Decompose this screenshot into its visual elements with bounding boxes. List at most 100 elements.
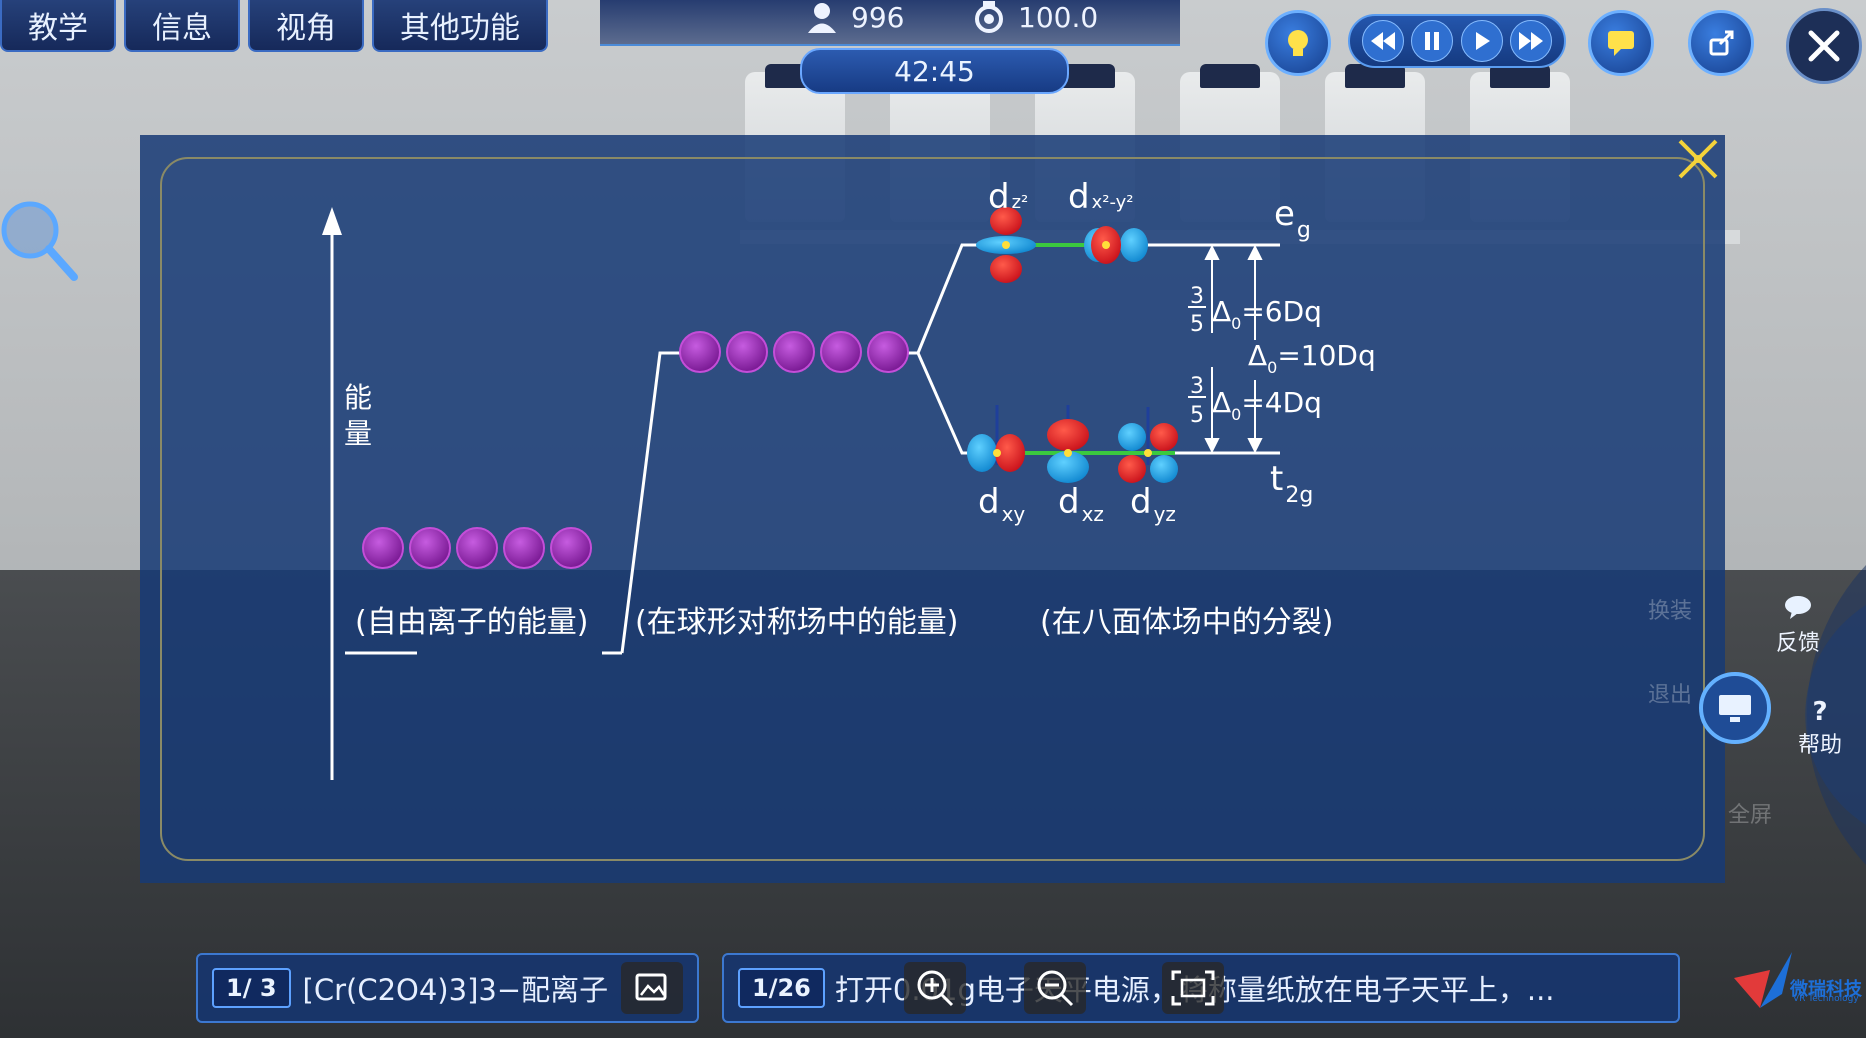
score-value: 100.0 [1018, 0, 1099, 34]
zoom-out-button[interactable] [1024, 962, 1086, 1014]
countdown-timer: 42:45 [800, 48, 1069, 94]
chat-icon [1608, 31, 1634, 56]
pause-icon [1425, 32, 1440, 50]
orbital-dxy-model [967, 405, 1025, 472]
svg-text:5: 5 [1190, 312, 1204, 337]
fast-forward-icon [1519, 32, 1544, 50]
step-instruction-bar: 1/26 打开0.01g电子天平电源，将称量纸放在电子天平上，... [722, 953, 1680, 1023]
company-logo-text: 微瑞科技 [1790, 979, 1862, 1000]
exit-button[interactable]: 退出 [1635, 677, 1705, 709]
svg-text:Δ0=6Dq: Δ0=6Dq [1212, 295, 1322, 333]
speech-bubble-icon [1785, 596, 1811, 619]
radial-menu: 反馈 ? 帮助 换装 退出 全屏 [1615, 565, 1866, 865]
orbital-sphere [726, 331, 768, 373]
score: 100.0 [972, 0, 1098, 34]
zoom-in-icon [917, 970, 954, 1007]
timer-value: 42:45 [894, 54, 975, 88]
exit-app-button[interactable] [1786, 8, 1862, 84]
orbital-sphere [773, 331, 815, 373]
orbital-sphere [867, 331, 909, 373]
fast-forward-button[interactable] [1510, 20, 1553, 62]
svg-text:3: 3 [1190, 284, 1204, 309]
rewind-button[interactable] [1361, 20, 1404, 62]
magnifier-tool[interactable] [0, 195, 80, 285]
fit-view-button[interactable] [1162, 962, 1224, 1014]
orbital-dxz-model [1047, 405, 1089, 483]
orbital-sphere [362, 527, 404, 569]
feedback-button[interactable]: 反馈 [1758, 595, 1838, 657]
tab-view[interactable]: 视角 [248, 0, 364, 52]
svg-text:Δ0=4Dq: Δ0=4Dq [1212, 386, 1322, 424]
svg-text:3: 3 [1190, 374, 1204, 399]
share-button[interactable] [1688, 10, 1754, 76]
radial-menu-ring [1699, 565, 1866, 865]
caption-octahedral-field: (在八面体场中的分裂) [1040, 605, 1333, 640]
swap-button[interactable]: 换装 [1635, 593, 1705, 625]
fullscreen-button[interactable]: 全屏 [1715, 797, 1785, 829]
help-label: 帮助 [1797, 733, 1842, 758]
orbital-sphere [820, 331, 862, 373]
orbital-dz2-model [976, 207, 1036, 283]
panel-frame [160, 157, 1705, 861]
split-lower-label: 3 5 Δ0=4Dq [1188, 374, 1322, 428]
energy-axis [322, 207, 342, 780]
label-eg: eg [1274, 194, 1311, 243]
question-mark-icon: ? [1812, 697, 1828, 727]
tab-other-functions[interactable]: 其他功能 [372, 0, 548, 52]
splitting-arrows [1204, 244, 1263, 454]
close-icon [1808, 30, 1840, 62]
user-count: 996 [805, 0, 904, 34]
orbital-sphere [550, 527, 592, 569]
energy-level-lines [345, 243, 1280, 655]
play-button[interactable] [1460, 20, 1503, 62]
tab-info[interactable]: 信息 [124, 0, 240, 52]
crystal-field-splitting-panel: 能 量 [140, 135, 1725, 883]
share-icon [1709, 30, 1734, 56]
company-logo-subtitle: VR Technology [1793, 994, 1859, 1004]
spherical-field-orbitals [679, 331, 909, 373]
energy-level-diagram: 能 量 [322, 177, 1376, 780]
energy-axis-label-1: 能 [344, 381, 372, 414]
hint-button[interactable] [1265, 10, 1331, 76]
fit-screen-icon [1171, 970, 1215, 1006]
message-button[interactable] [1588, 10, 1654, 76]
energy-axis-label-2: 量 [344, 417, 372, 450]
magnifier-icon [1, 201, 78, 281]
rewind-icon [1370, 32, 1395, 50]
orbital-sphere [409, 527, 451, 569]
tab-label: 教学 [28, 11, 88, 46]
feedback-label: 反馈 [1775, 631, 1820, 656]
user-icon [808, 3, 836, 33]
orbital-dyz-model [1118, 407, 1178, 483]
image-view-button[interactable] [621, 962, 683, 1014]
experiment-selector-bar: 1/ 3 [Cr(C2O4)3]3−配离子... [196, 953, 699, 1023]
media-controls [1348, 14, 1566, 68]
help-button[interactable]: ? 帮助 [1785, 697, 1855, 759]
exit-label: 退出 [1647, 683, 1692, 708]
step-pager[interactable]: 1/26 [738, 968, 825, 1008]
tab-teaching[interactable]: 教学 [0, 0, 116, 52]
panel-close-button[interactable] [1670, 131, 1726, 187]
experiment-title[interactable]: [Cr(C2O4)3]3−配离子... [302, 973, 609, 1007]
experiment-pager[interactable]: 1/ 3 [212, 968, 291, 1008]
caption-spherical-field: (在球形对称场中的能量) [635, 605, 958, 640]
split-upper-label: 3 5 Δ0=6Dq [1188, 284, 1322, 337]
orbital-sphere [503, 527, 545, 569]
tab-label: 其他功能 [400, 11, 520, 46]
company-logo [1734, 952, 1792, 1008]
top-tabs: 教学 信息 视角 其他功能 [0, 0, 548, 56]
split-total-label: Δ0=10Dq [1248, 339, 1376, 377]
zoom-in-button[interactable] [904, 962, 966, 1014]
user-count-value: 996 [851, 0, 905, 34]
svg-text:5: 5 [1190, 403, 1204, 428]
medal-icon [975, 1, 1003, 33]
fullscreen-label: 全屏 [1727, 803, 1772, 828]
orbital-sphere [456, 527, 498, 569]
zoom-out-icon [1037, 970, 1074, 1007]
pause-button[interactable] [1411, 20, 1454, 62]
